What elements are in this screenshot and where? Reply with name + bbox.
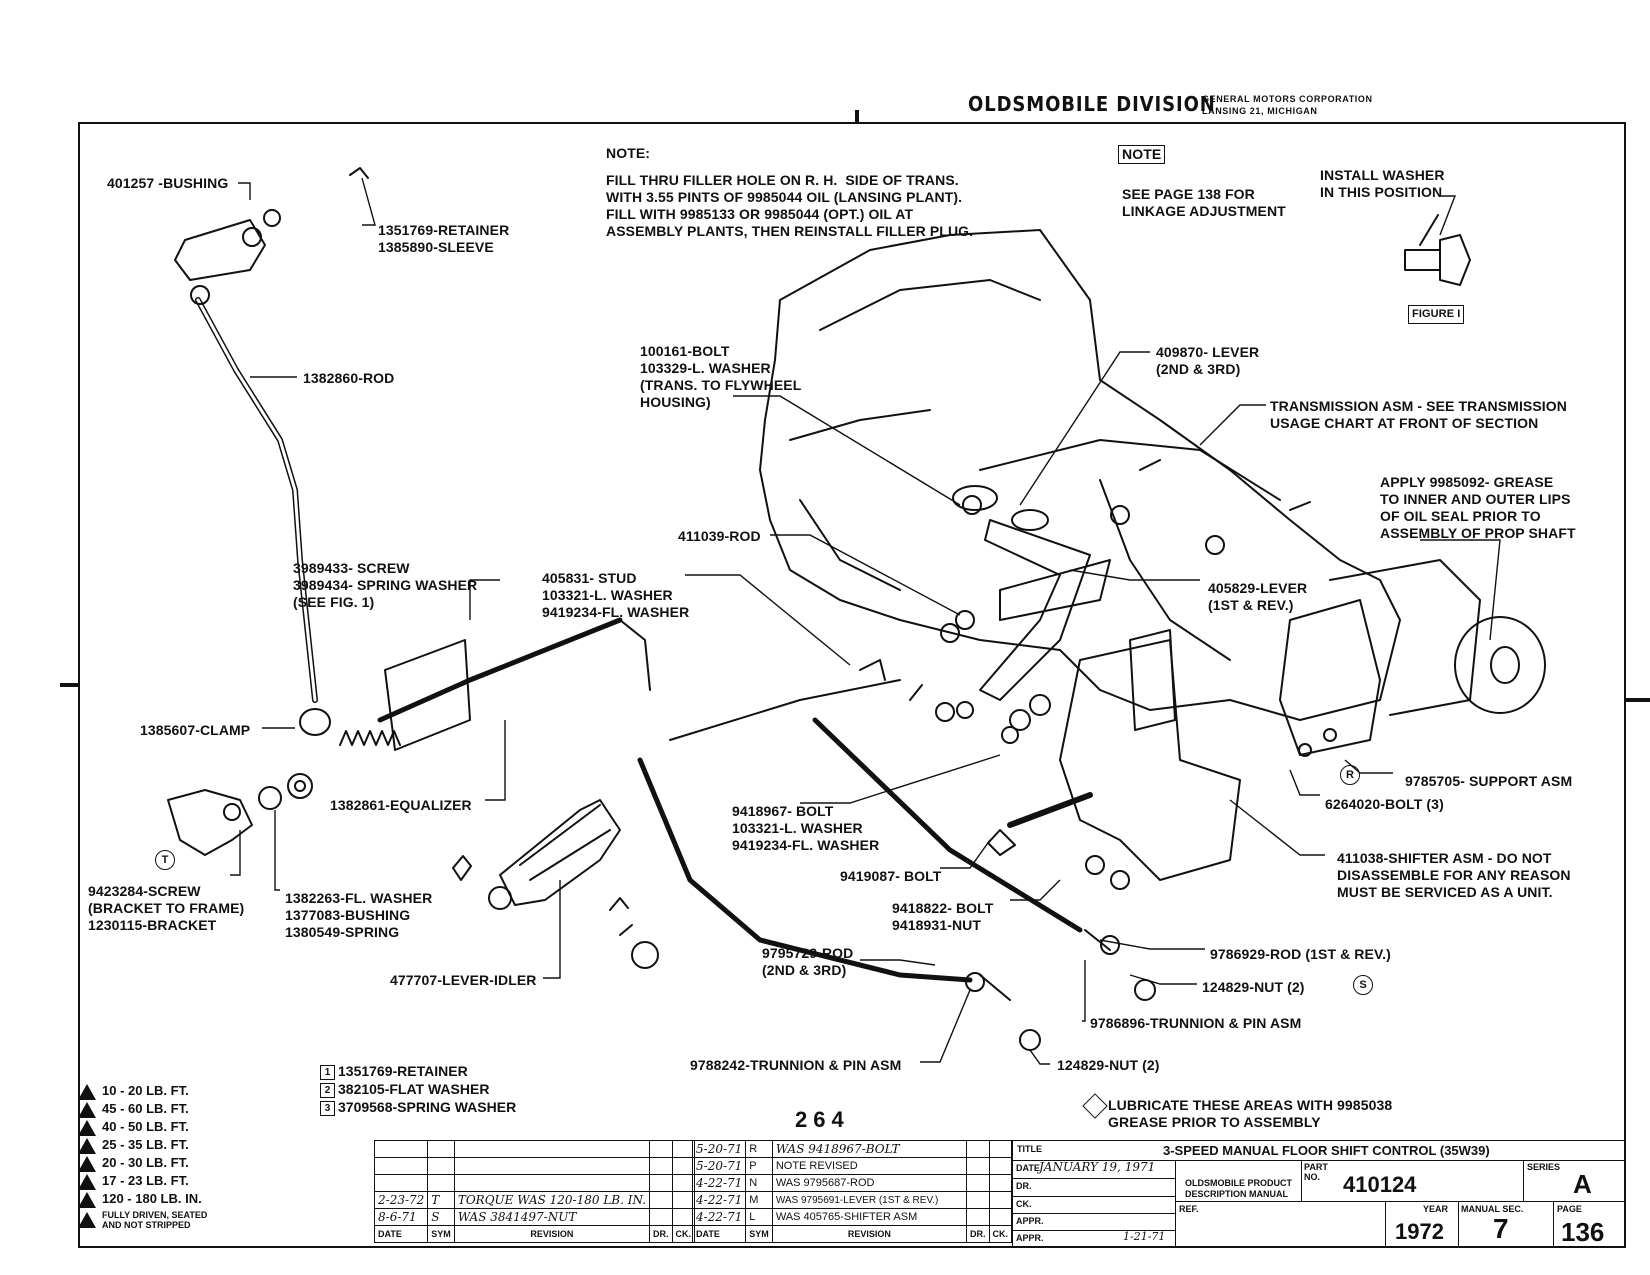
year-value: 1972 xyxy=(1395,1219,1444,1244)
torque-triangle-icon xyxy=(78,1101,96,1118)
callout-bolt-100161: 100161-BOLT 103329-L. WASHER (TRANS. TO … xyxy=(640,343,802,410)
part-number: 410124 xyxy=(1343,1172,1417,1197)
equalizer-shaft xyxy=(377,617,623,723)
revision-right-row-4: 4-22-71 M WAS 9795691-LEVER (1ST & REV.) xyxy=(691,1191,1012,1209)
support-asm xyxy=(1279,599,1381,756)
figure-1-label: FIGURE I xyxy=(1408,305,1465,324)
torque-legend-row-7: 120 - 180 LB. IN. xyxy=(78,1190,202,1208)
callout-lever-idler: 477707-LEVER-IDLER xyxy=(390,972,537,988)
revision-right-row-2: 5-20-71 P NOTE REVISED xyxy=(691,1157,1012,1175)
division-title: OLDSMOBILE DIVISION xyxy=(968,92,1216,116)
torque-legend-row-3: 40 - 50 LB. FT. xyxy=(78,1118,189,1136)
torque-legend-row-1: 10 - 20 LB. FT. xyxy=(78,1082,189,1100)
torque-legend-row-6: 17 - 23 LB. FT. xyxy=(78,1172,189,1190)
symbol-s: S xyxy=(1353,975,1373,995)
shifter-asm xyxy=(1059,639,1241,881)
callout-rod-9795729: 9795729-ROD (2ND & 3RD) xyxy=(762,945,854,978)
upper-lever xyxy=(174,219,266,281)
symbol-t: T xyxy=(155,850,175,870)
symbol-r: R xyxy=(1340,765,1360,785)
callout-trunnion-9788242: 9788242-TRUNNION & PIN ASM xyxy=(690,1057,902,1073)
torque-legend-row-5: 20 - 30 LB. FT. xyxy=(78,1154,189,1172)
callout-rod-9786929: 9786929-ROD (1ST & REV.) xyxy=(1210,946,1391,962)
torque-triangle-icon xyxy=(78,1137,96,1154)
drawing-title: 3-SPEED MANUAL FLOOR SHIFT CONTROL (35W3… xyxy=(1163,1143,1490,1158)
callout-bolt-6264020: 6264020-BOLT (3) xyxy=(1325,796,1444,812)
torque-triangle-icon xyxy=(78,1119,96,1136)
callout-trunnion-9786896: 9786896-TRUNNION & PIN ASM xyxy=(1090,1015,1302,1031)
clamp xyxy=(299,708,331,736)
idler-lever xyxy=(499,799,621,906)
bracket-1230115 xyxy=(167,789,253,856)
callout-retainer-sleeve: 1351769-RETAINER 1385890-SLEEVE xyxy=(378,222,510,255)
revision-right-row-5: 4-22-71 L WAS 405765-SHIFTER ASM xyxy=(691,1208,1012,1226)
note-box: NOTE xyxy=(1118,145,1166,164)
callout-bolt-9419087: 9419087- BOLT xyxy=(840,868,942,884)
revision-table-right: 5-20-71 R WAS 9418967-BOLT 5-20-71 P NOT… xyxy=(691,1140,1012,1243)
revision-table-left: 2-23-72 T TORQUE WAS 120-180 LB. IN. 8-6… xyxy=(373,1140,696,1243)
torque-triangle-icon xyxy=(78,1155,96,1172)
fill-note: FILL THRU FILLER HOLE ON R. H. SIDE OF T… xyxy=(606,172,974,239)
spring xyxy=(339,730,401,746)
page-value: 136 xyxy=(1561,1217,1605,1247)
apply-grease-note: APPLY 9985092- GREASE TO INNER AND OUTER… xyxy=(1380,474,1576,541)
callout-bolt-9418967: 9418967- BOLT 103321-L. WASHER 9419234-F… xyxy=(732,803,880,853)
callout-support-asm: 9785705- SUPPORT ASM xyxy=(1405,773,1573,789)
page-number-264: 264 xyxy=(795,1107,850,1132)
torque-legend-row-2: 45 - 60 LB. FT. xyxy=(78,1100,189,1118)
title-block: TITLE 3-SPEED MANUAL FLOOR SHIFT CONTROL… xyxy=(1012,1140,1626,1248)
revision-right-row-3: 4-22-71 N WAS 9795687-ROD xyxy=(691,1174,1012,1192)
callout-shifter-asm: 411038-SHIFTER ASM - DO NOT DISASSEMBLE … xyxy=(1337,850,1571,900)
output-flange xyxy=(1454,616,1546,714)
torque-triangle-icon xyxy=(78,1083,96,1100)
torque-triangle-icon xyxy=(78,1212,96,1228)
note-heading: NOTE: xyxy=(606,145,651,161)
revision-left-header: DATE SYM REVISION DR. CK. xyxy=(373,1225,696,1243)
rod-1st-rev xyxy=(812,717,1083,933)
callout-lever-405829: 405829-LEVER (1ST & REV.) xyxy=(1208,580,1308,613)
callout-nut-124829-b: 124829-NUT (2) xyxy=(1057,1057,1160,1073)
callout-rod-1382860: 1382860-ROD xyxy=(303,370,395,386)
corp-line-2: LANSING 21, MICHIGAN xyxy=(1202,106,1318,116)
callout-bushing: 401257 -BUSHING xyxy=(107,175,229,191)
manual-section-value: 7 xyxy=(1493,1213,1509,1244)
revision-right-header: DATE SYM REVISION DR. CK. xyxy=(691,1225,1012,1243)
corp-line-1: GENERAL MOTORS CORPORATION xyxy=(1202,94,1373,104)
torque-legend-row-4: 25 - 35 LB. FT. xyxy=(78,1136,189,1154)
callout-clamp: 1385607-CLAMP xyxy=(140,722,251,738)
revision-left-row-1: 2-23-72 T TORQUE WAS 120-180 LB. IN. xyxy=(373,1191,696,1209)
torque-triangle-icon xyxy=(78,1191,96,1208)
lubricate-note: LUBRICATE THESE AREAS WITH 9985038 GREAS… xyxy=(1108,1097,1393,1130)
callout-nut-124829-a: 124829-NUT (2) xyxy=(1202,979,1305,995)
rod-2nd-3rd xyxy=(637,757,973,983)
callout-screw-9423284: 9423284-SCREW (BRACKET TO FRAME) 1230115… xyxy=(88,883,245,933)
callout-stud-405831: 405831- STUD 103321-L. WASHER 9419234-FL… xyxy=(542,570,690,620)
drawing-date: JANUARY 19, 1971 xyxy=(1039,1160,1156,1174)
drawing-frame xyxy=(78,122,1626,1248)
callout-equalizer: 1382861-EQUALIZER xyxy=(330,797,472,813)
transmission-housing xyxy=(759,229,1401,721)
callout-fl-washer: 1382263-FL. WASHER 1377083-BUSHING 13805… xyxy=(285,890,433,940)
figure-1-washer xyxy=(1439,234,1471,286)
series-value: A xyxy=(1573,1169,1592,1199)
callout-transmission-asm: TRANSMISSION ASM - SEE TRANSMISSION USAG… xyxy=(1270,398,1568,431)
install-washer-note: INSTALL WASHER IN THIS POSITION xyxy=(1320,167,1445,200)
torque-legend-row-8: FULLY DRIVEN, SEATED AND NOT STRIPPED xyxy=(78,1210,207,1232)
lever-2nd-3rd xyxy=(979,519,1091,701)
see-page-note: SEE PAGE 138 FOR LINKAGE ADJUSTMENT xyxy=(1122,186,1286,219)
callout-screw-3989433: 3989433- SCREW 3989434- SPRING WASHER (S… xyxy=(293,560,478,610)
torque-triangle-icon xyxy=(78,1173,96,1190)
callout-bolt-9418822: 9418822- BOLT 9418931-NUT xyxy=(892,900,994,933)
revision-left-row-2: 8-6-71 S WAS 3841497-NUT xyxy=(373,1208,696,1226)
callout-lever-409870: 409870- LEVER (2ND & 3RD) xyxy=(1156,344,1260,377)
revision-right-row-1: 5-20-71 R WAS 9418967-BOLT xyxy=(691,1140,1012,1158)
callout-rod-411039: 411039-ROD xyxy=(678,528,761,544)
